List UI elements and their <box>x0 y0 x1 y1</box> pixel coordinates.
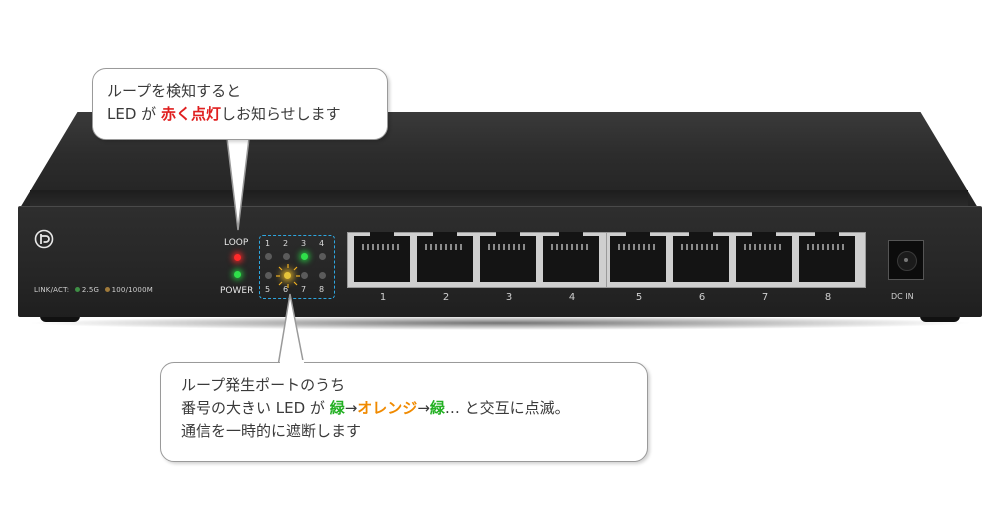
dc-in-label: DC IN <box>891 292 914 301</box>
switch-top-edge <box>30 190 968 206</box>
callout-top-seam <box>228 134 250 139</box>
port-led-7 <box>301 272 308 279</box>
port-number-label: 5 <box>635 292 643 303</box>
rj45-port-8[interactable] <box>799 232 855 282</box>
port-number-label: 3 <box>505 292 513 303</box>
legend-green-dot-icon <box>74 287 80 292</box>
loop-label: LOOP <box>224 238 249 248</box>
callout-bottom-line2-a: 番号の大きい LED が <box>181 399 330 417</box>
legend-speed-a: 2.5G <box>81 286 100 294</box>
port-number-label: 6 <box>698 292 706 303</box>
callout-bottom-line2: 番号の大きい LED が 緑→オレンジ→緑… と交互に点滅。 <box>181 397 570 420</box>
port-led-8 <box>319 272 326 279</box>
port-led-5 <box>265 272 272 279</box>
callout-bottom-tail <box>277 293 305 367</box>
port-led-4 <box>319 253 326 260</box>
link-act-legend: LINK/ACT: 2.5G 100/1000M <box>34 286 153 294</box>
port-number-label: 8 <box>824 292 832 303</box>
port-number-label: 7 <box>761 292 769 303</box>
callout-bottom-line2-b: … と交互に点滅。 <box>444 399 570 417</box>
led-port-number: 3 <box>301 239 307 248</box>
tp-link-logo-icon <box>34 229 54 249</box>
rj45-port-2[interactable] <box>417 232 473 282</box>
callout-bottom-seam <box>280 360 304 365</box>
legend-prefix: LINK/ACT: <box>34 286 70 294</box>
led-port-number: 1 <box>265 239 271 248</box>
rj45-port-3[interactable] <box>480 232 536 282</box>
dc-in-jack[interactable] <box>888 240 924 280</box>
blink-rays-icon <box>276 264 300 288</box>
callout-bottom-line1: ループ発生ポートのうち <box>181 376 346 394</box>
callout-bottom-line3: 通信を一時的に遮断します <box>181 422 362 440</box>
rj45-port-4[interactable] <box>543 232 599 282</box>
switch-foot-right <box>920 314 960 322</box>
port-led-highlight-box <box>259 235 335 299</box>
arrow-right-icon: → <box>417 399 430 417</box>
port-led-2 <box>283 253 290 260</box>
port-led-1 <box>265 253 272 260</box>
power-led-green <box>234 271 241 278</box>
switch-shadow <box>24 316 976 330</box>
led-port-number: 4 <box>319 239 325 248</box>
callout-bottom-green-text: 緑 <box>429 399 445 417</box>
rj45-port-7[interactable] <box>736 232 792 282</box>
callout-top-line2-a: LED が <box>107 105 157 123</box>
led-port-number: 8 <box>319 285 325 294</box>
callout-top-line2: LED が 赤く点灯しお知らせします <box>107 103 341 126</box>
port-number-label: 4 <box>568 292 576 303</box>
led-port-number: 5 <box>265 285 271 294</box>
legend-amber-dot-icon <box>104 287 110 292</box>
led-port-number: 7 <box>301 285 307 294</box>
port-led-6 <box>284 272 291 279</box>
switch-foot-left <box>40 314 80 322</box>
port-number-label: 1 <box>379 292 387 303</box>
callout-loop-detect: ループを検知すると LED が 赤く点灯しお知らせします <box>92 68 388 140</box>
rj45-port-6[interactable] <box>673 232 729 282</box>
callout-top-line2-b: しお知らせします <box>220 105 341 123</box>
callout-bottom-orange-text: オレンジ <box>357 399 418 417</box>
legend-speed-b: 100/1000M <box>111 286 153 294</box>
callout-bottom-green-text: 緑 <box>329 399 345 417</box>
port-led-3 <box>301 253 308 260</box>
arrow-right-icon: → <box>344 399 358 417</box>
loop-led-red <box>234 254 241 261</box>
callout-top-line1: ループを検知すると <box>107 82 242 100</box>
led-port-number: 6 <box>283 285 289 294</box>
callout-top-tail <box>225 129 251 231</box>
rj45-port-1[interactable] <box>354 232 410 282</box>
port-number-label: 2 <box>442 292 450 303</box>
led-port-number: 2 <box>283 239 289 248</box>
callout-top-red-text: 赤く点灯 <box>160 105 221 123</box>
power-label: POWER <box>220 286 254 296</box>
callout-port-blink: ループ発生ポートのうち 番号の大きい LED が 緑→オレンジ→緑… と交互に点… <box>160 362 648 462</box>
rj45-port-5[interactable] <box>610 232 666 282</box>
